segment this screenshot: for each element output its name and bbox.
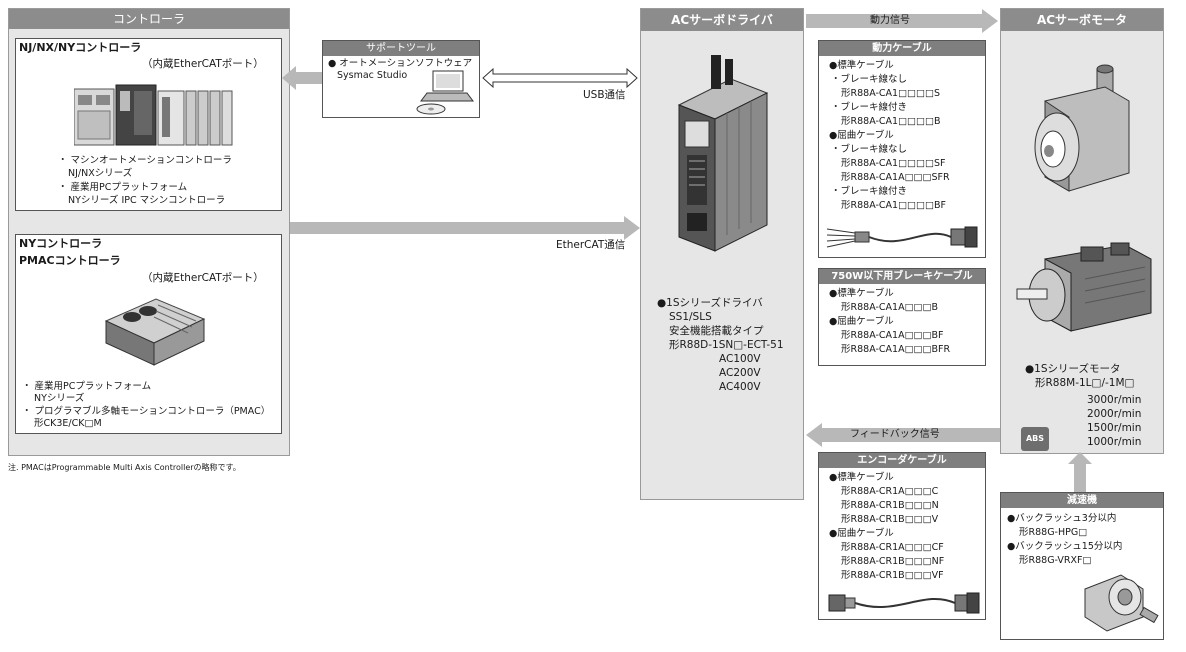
- laptop-icon: [416, 70, 474, 115]
- ny-item-2: NYシリーズ: [34, 393, 85, 404]
- ny-item-4: 形CK3E/CK□M: [34, 418, 102, 429]
- controller-header: コントローラ: [9, 9, 289, 29]
- support-tool-line-2: Sysmac Studio: [337, 70, 408, 81]
- motor-speed-3: 1500r/min: [1087, 422, 1142, 434]
- power-cable-line-9: 形R88A-CA1A□□□SFR: [841, 172, 950, 183]
- support-tool-header: サポートツール: [323, 41, 479, 56]
- brake-cable-line-5: 形R88A-CA1A□□□BFR: [841, 344, 951, 355]
- encoder-cable-line-5: ●屈曲ケーブル: [829, 528, 894, 539]
- power-cable-line-1: ●標準ケーブル: [829, 60, 894, 71]
- ny-title-2: PMACコントローラ: [19, 254, 121, 267]
- ethercat-label: EtherCAT通信: [556, 239, 626, 251]
- brake-cable-line-3: ●屈曲ケーブル: [829, 316, 894, 327]
- feedback-signal-label: フィードバック信号: [850, 429, 940, 440]
- motor-line-2: 形R88M-1L□/-1M□: [1035, 377, 1135, 389]
- nj-item-3: ・ 産業用PCプラットフォーム: [58, 182, 188, 193]
- power-cable-line-4: ・ブレーキ線付き: [831, 102, 908, 113]
- ny-controller-image: [104, 298, 206, 366]
- ethercat-bar: [290, 222, 626, 234]
- motor-speed-1: 3000r/min: [1087, 394, 1142, 406]
- nj-title: NJ/NX/NYコントローラ: [19, 41, 142, 54]
- encoder-cable-box: エンコーダケーブル ●標準ケーブル 形R88A-CR1A□□□C 形R88A-C…: [818, 452, 986, 620]
- power-cable-line-2: ・ブレーキ線なし: [831, 74, 908, 85]
- driver-line-4: 形R88D-1SN□-ECT-51: [669, 339, 784, 351]
- encoder-cable-line-3: 形R88A-CR1B□□□N: [841, 500, 939, 511]
- motor-line-1: ●1Sシリーズモータ: [1025, 363, 1121, 375]
- nj-subtitle: （内蔵EtherCATポート）: [142, 58, 264, 70]
- abs-badge: ABS: [1021, 427, 1049, 451]
- driver-line-2: SS1/SLS: [669, 311, 712, 323]
- encoder-cable-line-6: 形R88A-CR1A□□□CF: [841, 542, 944, 553]
- motor-to-reducer-bar: [1074, 458, 1086, 492]
- ny-subtitle: （内蔵EtherCATポート）: [142, 272, 264, 284]
- power-cable-line-5: 形R88A-CA1□□□□B: [841, 116, 941, 127]
- power-cable-line-6: ●屈曲ケーブル: [829, 130, 894, 141]
- encoder-cable-line-2: 形R88A-CR1A□□□C: [841, 486, 939, 497]
- power-cable-box: 動力ケーブル ●標準ケーブル ・ブレーキ線なし 形R88A-CA1□□□□S ・…: [818, 40, 986, 258]
- encoder-cable-image: [828, 592, 980, 614]
- power-signal-bar: [806, 14, 984, 28]
- support-tool-box: サポートツール ● オートメーションソフトウェア Sysmac Studio: [322, 40, 480, 118]
- driver-voltage-2: AC200V: [719, 367, 761, 379]
- ny-item-1: ・ 産業用PCプラットフォーム: [22, 381, 152, 392]
- encoder-cable-line-8: 形R88A-CR1B□□□VF: [841, 570, 944, 581]
- ny-item-3: ・ プログラマブル多軸モーションコントローラ（PMAC）: [22, 406, 271, 417]
- motor-panel: ACサーボモータ ●1Sシリーズモータ 形R88M-1L□/-1M□ 3000r…: [1000, 8, 1164, 454]
- reducer-arrow-head: [1068, 452, 1092, 464]
- support-tool-line-1: ● オートメーションソフトウェア: [328, 58, 473, 69]
- power-cable-line-11: 形R88A-CA1□□□□BF: [841, 200, 946, 211]
- usb-label: USB通信: [583, 89, 626, 101]
- nj-item-4: NYシリーズ IPC マシンコントローラ: [68, 195, 226, 206]
- encoder-cable-header: エンコーダケーブル: [819, 453, 985, 468]
- pmac-note: 注. PMACはProgrammable Multi Axis Controll…: [8, 463, 241, 472]
- ny-controller-box: NYコントローラ PMACコントローラ （内蔵EtherCATポート） ・ 産業…: [15, 234, 282, 434]
- reducer-image: [1084, 574, 1159, 632]
- power-cable-line-10: ・ブレーキ線付き: [831, 186, 908, 197]
- encoder-cable-line-1: ●標準ケーブル: [829, 472, 894, 483]
- brake-cable-line-2: 形R88A-CA1A□□□B: [841, 302, 939, 313]
- nj-controller-box: NJ/NX/NYコントローラ （内蔵EtherCATポート） ・ マシンオートメ…: [15, 38, 282, 211]
- ethercat-arrow-head: [624, 216, 640, 240]
- driver-line-1: ●1Sシリーズドライバ: [657, 297, 763, 309]
- nj-controller-image: [74, 84, 233, 146]
- encoder-cable-line-7: 形R88A-CR1B□□□NF: [841, 556, 945, 567]
- brake-cable-line-4: 形R88A-CA1A□□□BF: [841, 330, 944, 341]
- brake-cable-header: 750W以下用ブレーキケーブル: [819, 269, 985, 284]
- power-cable-line-8: 形R88A-CA1□□□□SF: [841, 158, 946, 169]
- servo-motor-large-image: [1016, 242, 1152, 332]
- nj-item-1: ・ マシンオートメーションコントローラ: [58, 155, 232, 166]
- nj-to-support-bar: [290, 72, 322, 84]
- power-cable-image: [826, 226, 978, 248]
- motor-header: ACサーボモータ: [1001, 9, 1163, 31]
- reducer-line-1: ●バックラッシュ3分以内: [1007, 513, 1117, 524]
- reducer-line-4: 形R88G-VRXF□: [1019, 555, 1092, 566]
- feedback-signal-bar: [822, 428, 1000, 442]
- encoder-cable-line-4: 形R88A-CR1B□□□V: [841, 514, 939, 525]
- motor-speed-2: 2000r/min: [1087, 408, 1142, 420]
- brake-cable-line-1: ●標準ケーブル: [829, 288, 894, 299]
- power-signal-arrow-head: [982, 9, 998, 33]
- power-cable-line-7: ・ブレーキ線なし: [831, 144, 908, 155]
- motor-speed-4: 1000r/min: [1087, 436, 1142, 448]
- reducer-line-3: ●バックラッシュ15分以内: [1007, 541, 1123, 552]
- servo-motor-small-image: [1034, 64, 1130, 192]
- feedback-signal-arrow-head: [806, 423, 822, 447]
- driver-voltage-3: AC400V: [719, 381, 761, 393]
- power-cable-line-3: 形R88A-CA1□□□□S: [841, 88, 941, 99]
- brake-cable-box: 750W以下用ブレーキケーブル ●標準ケーブル 形R88A-CA1A□□□B ●…: [818, 268, 986, 366]
- ny-title-1: NYコントローラ: [19, 237, 103, 250]
- support-arrow-head: [282, 66, 296, 90]
- driver-panel: ACサーボドライバ ●1Sシリーズドライバ SS1/SLS 安全機能搭載タイプ …: [640, 8, 804, 500]
- power-signal-label: 動力信号: [870, 15, 910, 26]
- driver-voltage-1: AC100V: [719, 353, 761, 365]
- reducer-header: 減速機: [1001, 493, 1163, 508]
- power-cable-header: 動力ケーブル: [819, 41, 985, 56]
- driver-line-3: 安全機能搭載タイプ: [669, 325, 764, 337]
- usb-double-arrow: [482, 68, 638, 88]
- nj-item-2: NJ/NXシリーズ: [68, 168, 133, 179]
- servo-driver-image: [677, 55, 769, 252]
- reducer-line-2: 形R88G-HPG□: [1019, 527, 1088, 538]
- driver-header: ACサーボドライバ: [641, 9, 803, 31]
- reducer-box: 減速機 ●バックラッシュ3分以内 形R88G-HPG□ ●バックラッシュ15分以…: [1000, 492, 1164, 640]
